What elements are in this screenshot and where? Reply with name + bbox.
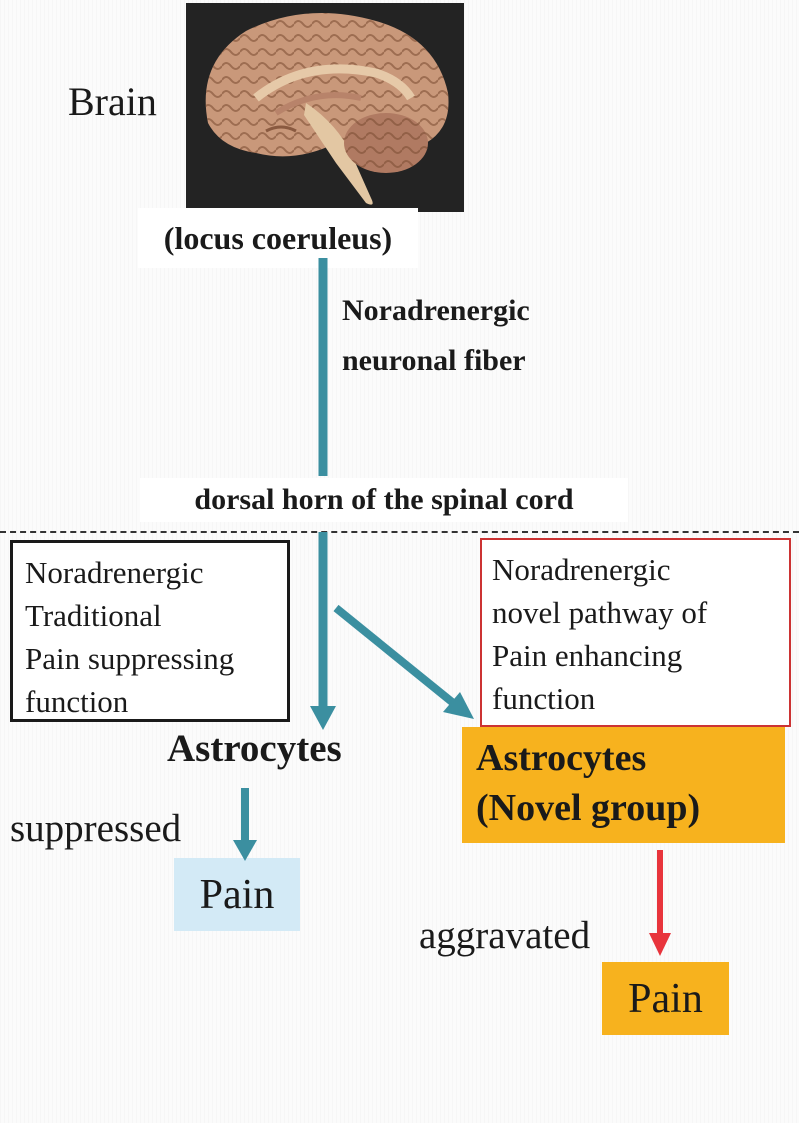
astrocytes-novel-group-box: Astrocytes (Novel group): [462, 727, 785, 843]
brain-illustration: [205, 13, 449, 205]
aggravated-label: aggravated: [419, 914, 591, 957]
traditional-box-line3: Pain suppressing: [25, 641, 235, 676]
astrocytes-novel-line1: Astrocytes: [476, 737, 647, 779]
aggravate-arrow-head: [649, 933, 671, 956]
novel-pathway-arrow: [333, 604, 455, 706]
novel-box-line4: function: [492, 681, 596, 716]
pain-suppressed-box: Pain: [174, 858, 300, 931]
novel-pathway-arrow-head: [443, 692, 474, 719]
fiber-label-line1: Noradrenergic: [342, 294, 530, 327]
astrocytes-label: Astrocytes: [167, 727, 342, 770]
traditional-pathway-box: Noradrenergic Traditional Pain suppressi…: [10, 540, 290, 722]
dashed-divider: [0, 531, 799, 533]
astrocytes-novel-line2: (Novel group): [476, 787, 701, 829]
traditional-box-line4: function: [25, 684, 129, 719]
fiber-label-line2: neuronal fiber: [342, 344, 526, 377]
novel-box-line1: Noradrenergic: [492, 552, 671, 587]
red-arrows: [649, 850, 671, 956]
suppressed-label: suppressed: [10, 807, 182, 850]
novel-pathway-box: Noradrenergic novel pathway of Pain enha…: [480, 538, 791, 727]
pain-aggravated-box: Pain: [602, 962, 729, 1035]
dorsal-horn-label: dorsal horn of the spinal cord: [140, 478, 628, 522]
brain-sagittal-image: [186, 3, 464, 212]
fiber-label: Noradrenergic neuronal fiber: [342, 286, 530, 386]
traditional-box-line2: Traditional: [25, 598, 162, 633]
novel-box-line2: novel pathway of: [492, 595, 708, 630]
traditional-box-line1: Noradrenergic: [25, 555, 204, 590]
locus-coeruleus-label: (locus coeruleus): [138, 208, 418, 268]
brain-label: Brain: [68, 79, 157, 124]
novel-box-line3: Pain enhancing: [492, 638, 683, 673]
